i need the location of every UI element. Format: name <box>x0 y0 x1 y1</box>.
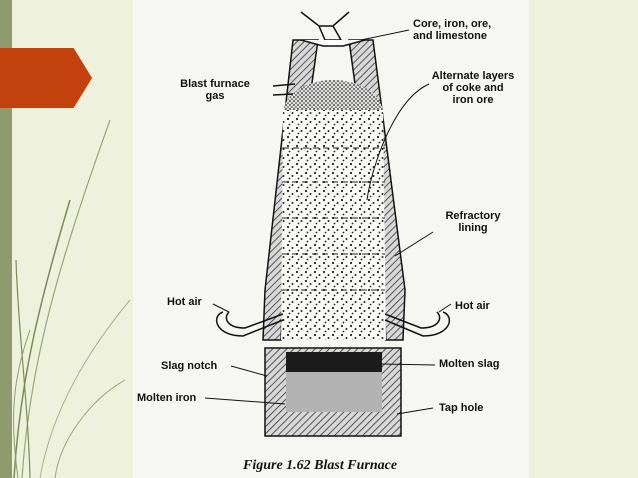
label-refractory-lining: Refractory lining <box>445 210 501 234</box>
figure-caption: Figure 1.62 Blast Furnace <box>243 458 398 473</box>
label-slag-notch: Slag notch <box>161 360 218 372</box>
label-blast-furnace-gas: Blast furnace gas <box>180 78 250 102</box>
gas-outlet <box>272 83 296 96</box>
left-decor-strip <box>0 0 12 478</box>
hearth <box>264 347 402 437</box>
leader-lines <box>204 29 452 415</box>
label-alternate-layers: Alternate layers of coke and iron ore <box>431 70 515 106</box>
label-core: Core, iron, ore, and limestone <box>413 18 492 42</box>
figure-panel: Core, iron, ore, and limestone Blast fur… <box>133 0 529 478</box>
blast-furnace-diagram <box>204 11 452 437</box>
charging-funnel <box>300 11 366 47</box>
label-hot-air-right: Hot air <box>455 300 490 312</box>
label-molten-slag: Molten slag <box>439 358 500 370</box>
hot-air-pipes <box>215 311 451 337</box>
label-hot-air-left: Hot air <box>167 296 202 308</box>
charge <box>281 80 386 340</box>
label-tap-hole: Tap hole <box>439 402 484 414</box>
red-arrow-tab <box>0 48 92 108</box>
grass-decoration <box>13 119 131 478</box>
label-molten-iron: Molten iron <box>137 392 197 404</box>
